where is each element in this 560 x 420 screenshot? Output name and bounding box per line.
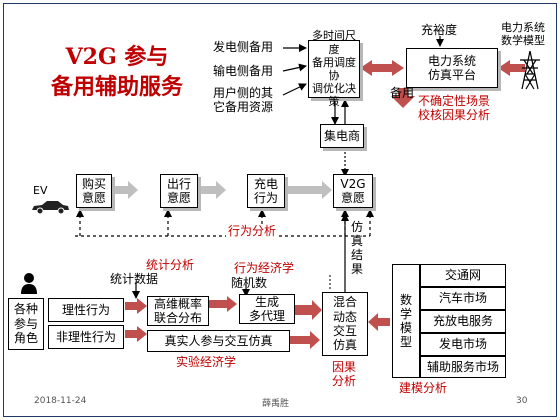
reserve-transmission: 输电侧备用 <box>213 64 274 78</box>
travel-intent-box: 出行 意愿 <box>160 174 198 208</box>
high-dim-box: 高维概率 联合分布 <box>147 296 209 326</box>
v2g-intent-box: V2G 意愿 <box>333 174 373 208</box>
causal-label: 因果 分析 <box>332 360 357 389</box>
market-charging: 充放电服务 <box>420 310 506 333</box>
user-icon <box>20 272 38 294</box>
aggregator-box: 集电商 <box>320 124 364 148</box>
footer-author: 薛禹胜 <box>262 399 290 409</box>
reserve-label: 备用 <box>390 86 415 100</box>
market-generation: 发电市场 <box>420 333 506 356</box>
market-vehicle: 汽车市场 <box>420 287 506 310</box>
adequacy-label: 充裕度 <box>421 23 458 37</box>
exp-econ-label: 实验经济学 <box>176 355 237 369</box>
charging-behavior-box: 充电 行为 <box>247 174 285 208</box>
reserve-user: 用户侧的其 它备用资源 <box>213 86 274 115</box>
footer-page: 30 <box>516 396 528 406</box>
behavior-analysis-label: 行为分析 <box>226 224 279 239</box>
slide-frame <box>3 3 557 417</box>
roles-box: 各种 参与 角色 <box>8 298 44 350</box>
random-num-label: 随机数 <box>231 276 268 290</box>
real-sim-box: 真实人参与交互仿真 <box>147 330 290 352</box>
ev-label: EV <box>33 184 48 197</box>
modeling-label: 建模分析 <box>399 381 448 395</box>
footer-date: 2018-11-24 <box>34 396 87 406</box>
market-ancillary: 辅助服务市场 <box>420 356 506 378</box>
power-model-label: 电力系统 数学模型 <box>501 21 545 48</box>
hybrid-sim-box: 混合 动态 交互 仿真 <box>322 292 368 356</box>
decision-box: 多时间尺度 备用调度协 调优化决策 <box>308 29 360 108</box>
market-traffic: 交通网 <box>420 264 506 287</box>
purchase-intent-box: 购买 意愿 <box>76 174 112 208</box>
generate-agents-box: 生成 多代理 <box>239 294 295 324</box>
car-icon <box>30 199 70 215</box>
irrational-box: 非理性行为 <box>48 325 124 349</box>
rational-box: 理性行为 <box>48 298 124 322</box>
tower-icon <box>518 50 542 90</box>
stat-data-label: 统计数据 <box>110 272 159 286</box>
page-title: V2G 参与 备用辅助服务 <box>50 44 183 100</box>
reserve-gen: 发电侧备用 <box>213 40 274 54</box>
uncertainty-label: 不确定性场景 校核因果分析 <box>418 94 491 123</box>
behavior-econ-label: 行为经济学 <box>234 261 295 275</box>
stat-analysis-label: 统计分析 <box>146 258 195 272</box>
sim-platform-box: 电力系统 仿真平台 <box>406 48 498 88</box>
math-model-box: 数 学 模 型 <box>392 264 420 378</box>
sim-result-label: 仿 真 结 果 <box>351 220 364 276</box>
